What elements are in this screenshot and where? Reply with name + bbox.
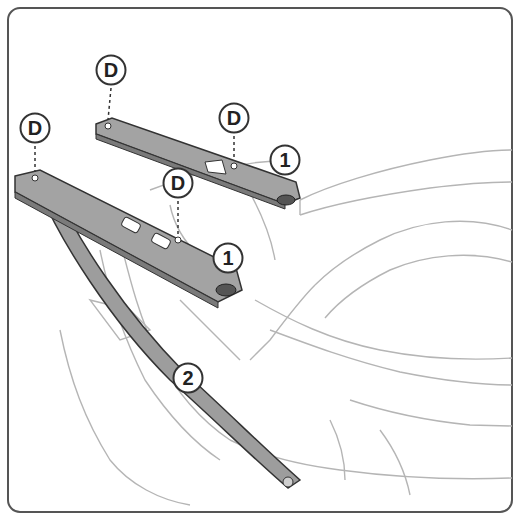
callout-number: 1 bbox=[222, 248, 233, 268]
callout-number: D bbox=[104, 60, 118, 80]
callout-circle: 1 bbox=[212, 242, 244, 274]
callout-circle: D bbox=[162, 167, 194, 199]
callout-circle: 2 bbox=[172, 362, 204, 394]
rear-plate bbox=[15, 170, 242, 308]
callout-number: 2 bbox=[182, 368, 193, 388]
callout-circle: 1 bbox=[269, 144, 301, 176]
callout-number: D bbox=[171, 173, 185, 193]
callout-number: D bbox=[28, 118, 42, 138]
callout-circle: D bbox=[95, 54, 127, 86]
upper-plate bbox=[96, 118, 300, 209]
leader-lines bbox=[35, 88, 234, 234]
callout-circle: D bbox=[218, 102, 250, 134]
frame bbox=[8, 8, 512, 512]
callout-circle: D bbox=[19, 112, 51, 144]
callout-number: 1 bbox=[279, 150, 290, 170]
callout-number: D bbox=[227, 108, 241, 128]
